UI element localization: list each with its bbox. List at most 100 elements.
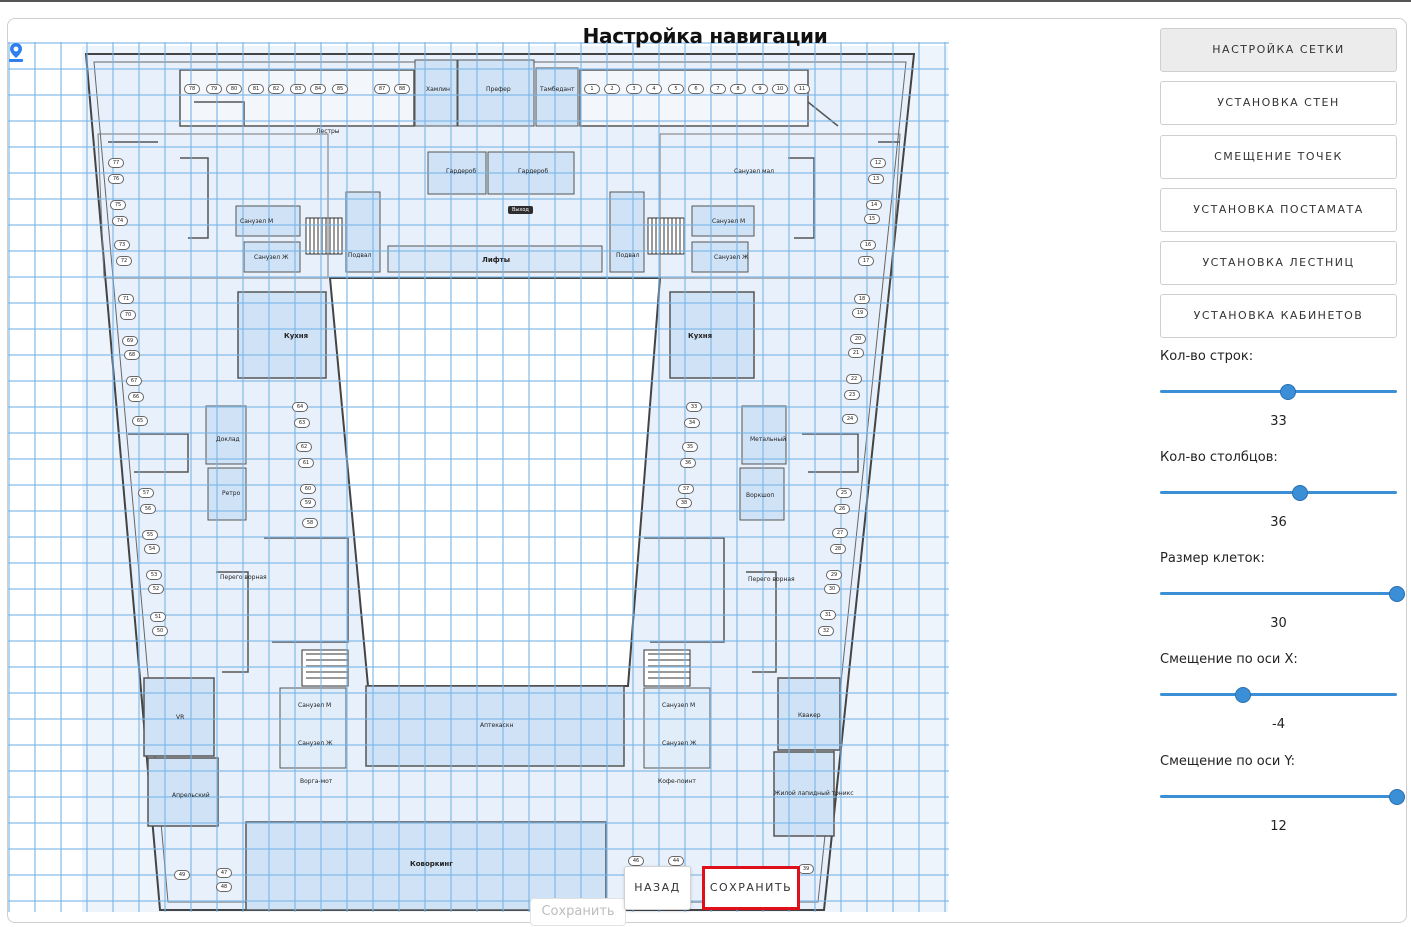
mode-stairs-button[interactable]: УСТАНОВКА ЛЕСТНИЦ: [1160, 241, 1397, 286]
room-number: 56: [140, 504, 156, 514]
location-pin-icon[interactable]: [8, 42, 24, 62]
room-number: 1: [584, 84, 600, 94]
room-block: [457, 59, 535, 127]
mode-postamat-button[interactable]: УСТАНОВКА ПОСТАМАТА: [1160, 187, 1397, 232]
room-label: Перего ворная: [220, 574, 267, 581]
room-label: Жилой лапидный тоникс: [774, 790, 854, 797]
cols-value: 36: [1270, 515, 1287, 530]
cell-size-slider[interactable]: [1160, 586, 1405, 602]
room-label: Ретро: [222, 490, 241, 497]
room-number: 23: [844, 390, 860, 400]
room-label: Кухня: [688, 332, 713, 340]
room-number: 69: [122, 336, 138, 346]
room-number: 19: [852, 308, 868, 318]
room-number: 73: [114, 240, 130, 250]
slider-track: [1160, 592, 1397, 595]
stairs: [647, 217, 685, 255]
settings-sidebar: НАСТРОЙКА СЕТКИ УСТАНОВКА СТЕН СМЕЩЕНИЕ …: [1160, 28, 1405, 834]
cols-slider[interactable]: [1160, 485, 1397, 501]
slider-thumb[interactable]: [1291, 485, 1308, 501]
slider-thumb[interactable]: [1389, 789, 1405, 805]
mode-point-offset-button[interactable]: СМЕЩЕНИЕ ТОЧЕК: [1160, 134, 1397, 179]
room-number: 64: [292, 402, 308, 412]
room-label: Перего ворная: [748, 576, 795, 583]
room-label: Санузел Ж: [662, 740, 697, 747]
room-label: Префер: [486, 86, 511, 93]
room-block: [414, 59, 458, 127]
room-number: 12: [870, 158, 886, 168]
room-number: 25: [836, 488, 852, 498]
room-block: [741, 405, 787, 465]
room-label: Санузел М: [712, 218, 746, 225]
room-number: 84: [310, 84, 326, 94]
room-number: 30: [824, 584, 840, 594]
room-number: 39: [798, 864, 814, 874]
room-label: Санузел Ж: [254, 254, 289, 261]
room-number: 33: [686, 402, 702, 412]
room-number: 65: [132, 416, 148, 426]
room-number: 4: [646, 84, 662, 94]
room-number: 34: [684, 418, 700, 428]
room-label: Санузел Ж: [298, 740, 333, 747]
window-top-border: [0, 0, 1411, 2]
room-number: 11: [794, 84, 810, 94]
cell-size-control: Размер клеток: 30: [1160, 551, 1405, 631]
room-number: 46: [628, 856, 644, 866]
rows-value: 33: [1270, 414, 1287, 429]
room-label: VR: [176, 714, 185, 721]
room-number: 61: [298, 458, 314, 468]
slider-thumb[interactable]: [1279, 384, 1296, 400]
stairs: [305, 217, 343, 255]
room-number: 70: [120, 310, 136, 320]
room-number: 10: [772, 84, 788, 94]
offset-y-value: 12: [1270, 819, 1287, 834]
room-label: Подвал: [348, 252, 372, 259]
room-number: 88: [394, 84, 410, 94]
offset-x-slider[interactable]: [1160, 687, 1397, 703]
room-number: 44: [668, 856, 684, 866]
rows-slider[interactable]: [1160, 384, 1397, 400]
back-button[interactable]: НАЗАД: [624, 866, 691, 910]
room-number: 32: [818, 626, 834, 636]
slider-thumb[interactable]: [1234, 687, 1251, 703]
save-button[interactable]: СОХРАНИТЬ: [702, 866, 800, 910]
room-number: 5: [668, 84, 684, 94]
room-number: 79: [206, 84, 222, 94]
slider-track: [1160, 390, 1397, 393]
floor-plan-canvas[interactable]: Хамлин Префер Тамбедант Лестры Гардероб …: [8, 42, 949, 912]
room-number: 67: [126, 376, 142, 386]
room-number: 76: [108, 174, 124, 184]
stairs: [643, 649, 691, 687]
room-number: 14: [866, 200, 882, 210]
room-label: Подвал: [616, 252, 640, 259]
room-block: [345, 191, 381, 273]
room-number: 83: [290, 84, 306, 94]
offset-y-slider[interactable]: [1160, 789, 1405, 805]
room-number: 72: [116, 256, 132, 266]
room-number: 8: [730, 84, 746, 94]
room-number: 38: [676, 498, 692, 508]
courtyard: [328, 277, 662, 687]
room-number: 13: [868, 174, 884, 184]
room-number: 55: [142, 530, 158, 540]
room-label: Гардероб: [518, 168, 549, 175]
slider-thumb[interactable]: [1389, 586, 1405, 602]
offset-x-label: Смещение по оси X:: [1160, 652, 1298, 667]
mode-walls-button[interactable]: УСТАНОВКА СТЕН: [1160, 81, 1397, 126]
room-label: Санузел мал: [734, 168, 775, 175]
cols-label: Кол-во столбцов:: [1160, 450, 1278, 465]
room-number: 26: [834, 504, 850, 514]
room-number: 28: [830, 544, 846, 554]
mode-grid-setup-button[interactable]: НАСТРОЙКА СЕТКИ: [1160, 28, 1397, 72]
hidden-save-button[interactable]: Сохранить: [530, 898, 626, 926]
room-number: 3: [626, 84, 642, 94]
cell-size-value: 30: [1270, 616, 1287, 631]
slider-track: [1160, 795, 1397, 798]
room-block: [279, 687, 347, 769]
mode-rooms-button[interactable]: УСТАНОВКА КАБИНЕТОВ: [1160, 294, 1397, 339]
room-number: 29: [826, 570, 842, 580]
room-number: 59: [300, 498, 316, 508]
room-number: 80: [226, 84, 242, 94]
room-number: 47: [216, 868, 232, 878]
page-title: Настройка навигации: [582, 24, 828, 48]
